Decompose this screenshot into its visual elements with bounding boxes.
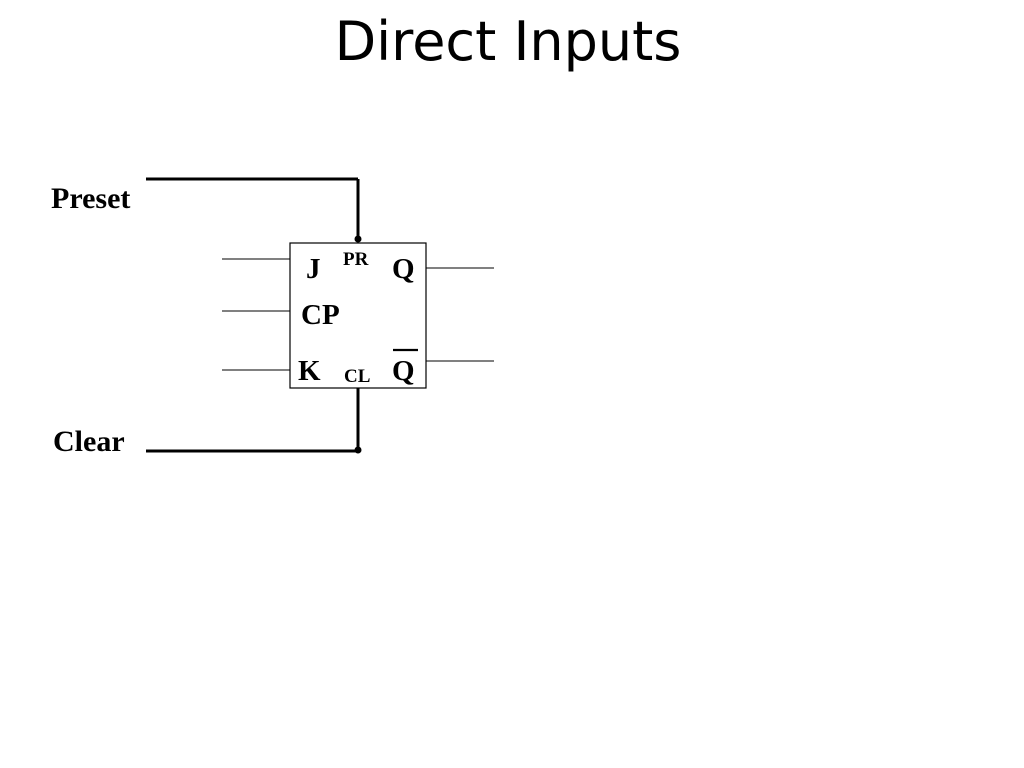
j-pin-label: J	[306, 253, 321, 285]
cl-pin-label: CL	[344, 366, 370, 387]
preset-junction-dot	[354, 235, 362, 243]
cp-pin-label: CP	[301, 299, 340, 331]
pr-pin-label: PR	[343, 249, 369, 270]
slide-title: Direct Inputs	[334, 10, 682, 73]
preset-label: Preset	[51, 182, 130, 215]
clear-junction-dot	[354, 446, 362, 454]
qbar-pin-label: Q	[392, 355, 415, 387]
clear-wire	[146, 388, 362, 454]
preset-wire	[146, 177, 362, 243]
k-pin-label: K	[298, 355, 321, 387]
flipflop-box	[289, 242, 427, 389]
q-pin-label: Q	[392, 253, 415, 285]
clear-label: Clear	[53, 425, 125, 458]
